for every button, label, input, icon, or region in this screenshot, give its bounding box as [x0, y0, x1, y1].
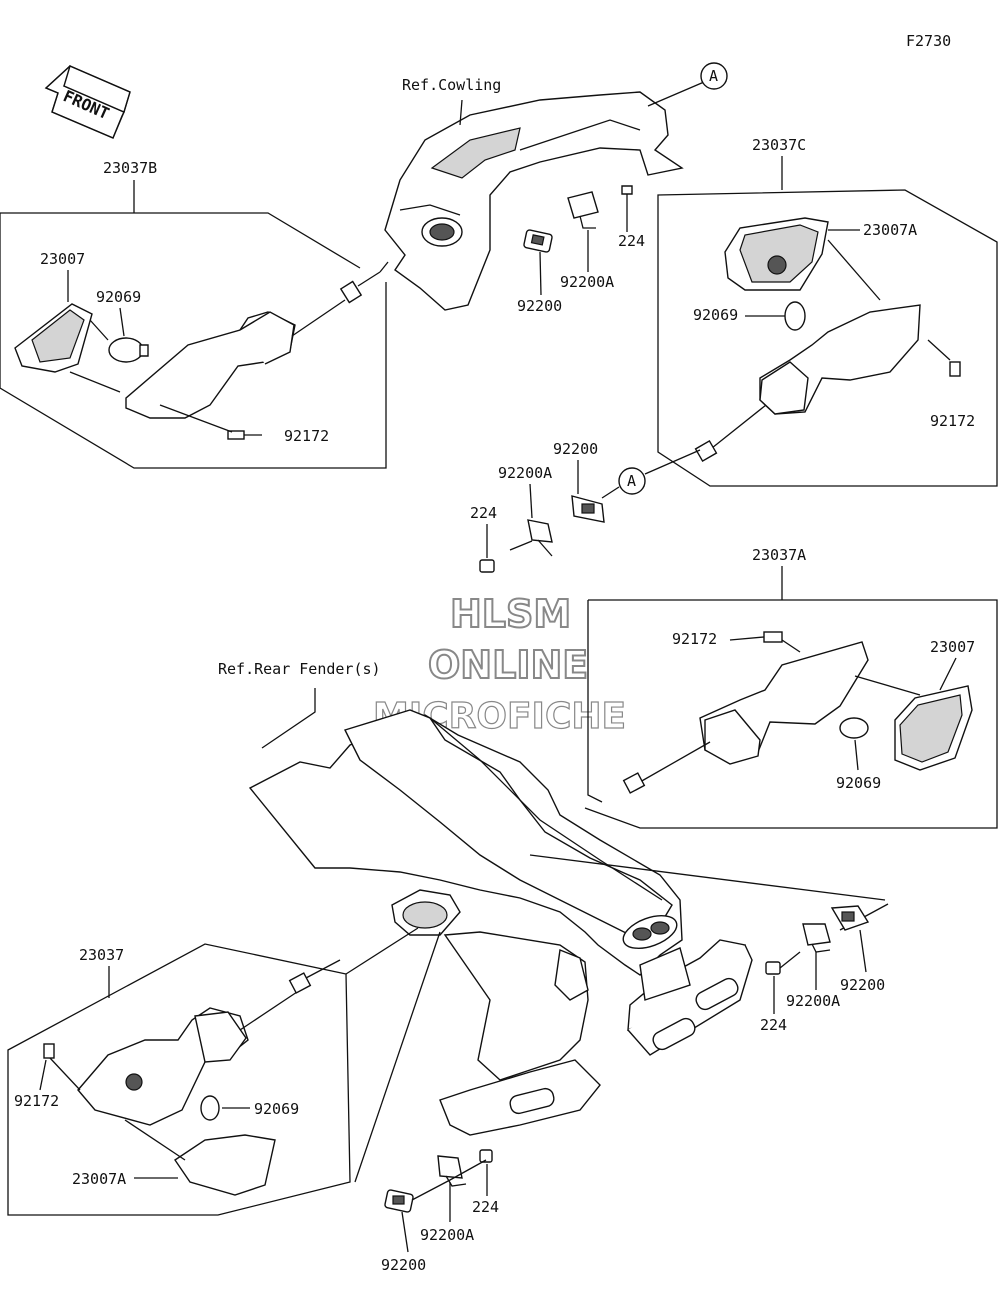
label-92069-right: 92069 [693, 306, 738, 324]
rb-92200: 92200 [840, 976, 885, 994]
label-92069-rearright: 92069 [836, 774, 881, 792]
screw-92172-rear-left [43, 1043, 55, 1059]
front-arrow-icon: FRONT [44, 65, 131, 139]
label-23037A: 23037A [752, 546, 806, 564]
callout-a-mid-label: A [627, 472, 636, 490]
ref-cowling-label: Ref.Cowling [402, 76, 501, 94]
bb-224: 224 [472, 1198, 499, 1216]
label-23007-rearright: 23007 [930, 638, 975, 656]
watermark: HLSM ONLINE MICROFICHE [372, 591, 626, 738]
box-23037B-top [0, 212, 361, 269]
bb-92200A: 92200A [420, 1226, 474, 1244]
turn-signal-rear-left [43, 959, 341, 1196]
top-92200A: 92200A [560, 273, 614, 291]
label-92172-rearright: 92172 [672, 630, 717, 648]
label-92172-right: 92172 [930, 412, 975, 430]
top-224: 224 [618, 232, 645, 250]
label-23037C: 23037C [752, 136, 806, 154]
label-92069-left: 92069 [96, 288, 141, 306]
callout-a-mid [618, 467, 646, 495]
mid-92200A: 92200A [498, 464, 552, 482]
box-23037C [657, 189, 998, 487]
screw-92172-right [949, 361, 961, 377]
label-92172-rearleft: 92172 [14, 1092, 59, 1110]
hardware-bottom [384, 1149, 493, 1213]
screw-92172-top-left [227, 430, 245, 440]
label-23007A-right: 23007A [863, 221, 917, 239]
watermark-line1: HLSM [450, 592, 571, 636]
cowling [384, 81, 705, 311]
watermark-line2: ONLINE [428, 643, 588, 687]
bb-92200: 92200 [381, 1256, 426, 1274]
label-92172-topleft: 92172 [284, 427, 329, 445]
callout-a-top-label: A [709, 67, 718, 85]
hardware-middle [479, 495, 605, 573]
mid-92200: 92200 [553, 440, 598, 458]
box-23037A [584, 599, 998, 829]
turn-signal-front-right [694, 217, 961, 463]
label-23007-left: 23007 [40, 250, 85, 268]
rb-92200A: 92200A [786, 992, 840, 1010]
label-23007A-rearleft: 23007A [72, 1170, 126, 1188]
turn-signal-front-left [14, 271, 381, 419]
callout-a-top [700, 62, 728, 90]
box-23037 [7, 943, 351, 1216]
rb-224: 224 [760, 1016, 787, 1034]
top-92200: 92200 [517, 297, 562, 315]
turn-signal-rear-right [622, 631, 973, 794]
label-23037: 23037 [79, 946, 124, 964]
hardware-top [523, 185, 633, 253]
rear-fender [248, 688, 889, 1136]
ref-rear-fender-label: Ref.Rear Fender(s) [218, 660, 381, 678]
screw-92172-rear-right [763, 631, 783, 643]
label-92069-rearleft: 92069 [254, 1100, 299, 1118]
label-23037B: 23037B [103, 159, 157, 177]
figure-code: F2730 [906, 32, 951, 50]
mid-224: 224 [470, 504, 497, 522]
hardware-rear-right [765, 905, 870, 975]
